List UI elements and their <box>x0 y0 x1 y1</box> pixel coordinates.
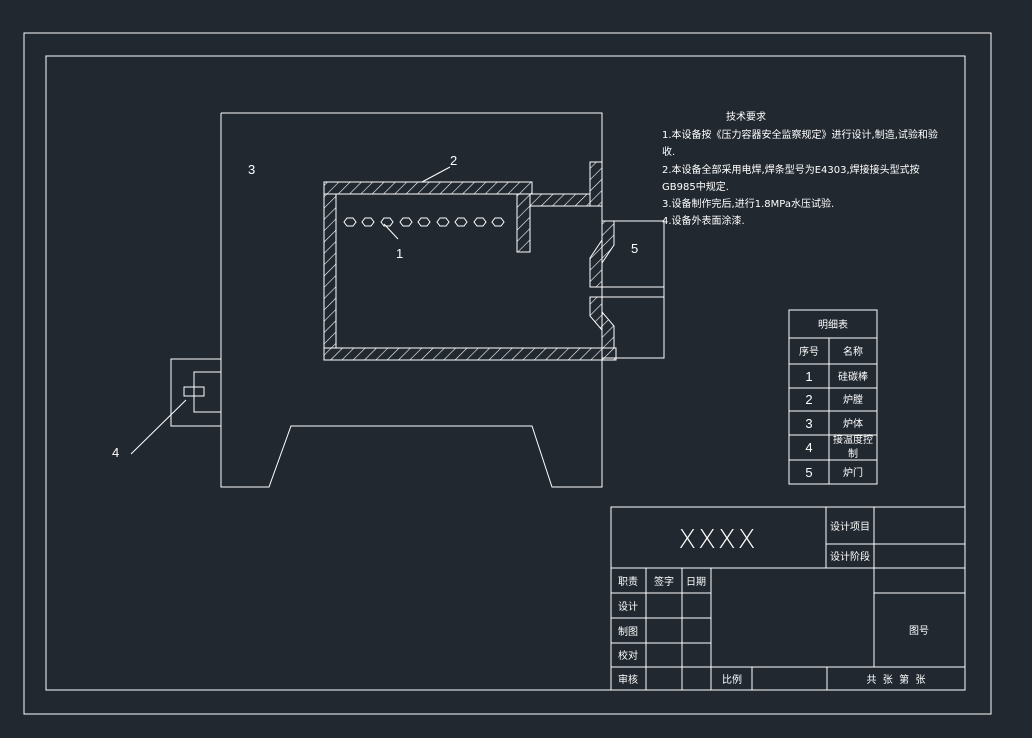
parts-row-no: 2 <box>805 392 812 407</box>
leader-1 <box>383 223 399 240</box>
callout-4: 4 <box>112 445 119 460</box>
parts-list: 明细表 序号 名称 1 硅碳棒 2 炉膛 3 炉体 4 接温度控 制 5 炉门 <box>788 309 878 485</box>
furnace-chamber <box>323 161 617 361</box>
parts-row-name: 炉门 <box>843 466 863 479</box>
parts-row-name: 炉体 <box>843 418 863 430</box>
role-review: 审核 <box>618 673 638 686</box>
tech-req-line: 2.本设备全部采用电焊,焊条型号为E4303,焊接接头型式按 <box>662 163 920 176</box>
parts-row-name: 硅碳棒 <box>838 370 868 383</box>
parts-row-name: 制 <box>848 447 858 460</box>
role-checking: 校对 <box>618 649 638 662</box>
title-block: XXXX 设计项目 设计阶段 职责 签字 日期 设计 制图 校对 审核 图号 比… <box>610 506 966 691</box>
design-project-label: 设计项目 <box>830 520 870 533</box>
inner-border <box>45 55 966 691</box>
parts-row-no: 3 <box>805 416 812 431</box>
tech-req-line: 3.设备制作完后,进行1.8MPa水压试验. <box>662 197 834 210</box>
parts-row-name: 接温度控 <box>833 433 873 446</box>
callout-1: 1 <box>396 246 403 261</box>
parts-row-no: 5 <box>805 465 812 480</box>
col-date-label: 日期 <box>686 576 706 588</box>
drawing-title: XXXX <box>678 525 757 555</box>
callout-3: 3 <box>248 162 255 177</box>
parts-row-name: 炉膛 <box>843 393 863 406</box>
tech-req-line: 收. <box>662 145 675 158</box>
parts-row-no: 1 <box>805 369 812 384</box>
role-drafting: 制图 <box>618 625 638 638</box>
furnace-body <box>220 112 603 488</box>
col-sign-label: 签字 <box>654 575 674 588</box>
role-design: 设计 <box>618 600 638 613</box>
tech-req-title: 技术要求 <box>726 110 766 123</box>
sheets-label: 共 张 第 张 <box>866 673 925 686</box>
drawing-no-label: 图号 <box>909 625 929 637</box>
parts-header-name: 名称 <box>843 345 863 358</box>
outer-border <box>23 32 992 715</box>
leader-4 <box>130 399 187 455</box>
callout-2: 2 <box>450 153 457 168</box>
design-stage-label: 设计阶段 <box>830 550 870 563</box>
parts-list-title: 明细表 <box>818 318 848 331</box>
callout-5: 5 <box>631 241 638 256</box>
col-role-label: 职责 <box>618 575 638 588</box>
parts-header-no: 序号 <box>799 345 819 358</box>
temperature-control <box>170 358 222 427</box>
scale-label: 比例 <box>722 673 742 686</box>
leader-2 <box>421 166 451 183</box>
heating-rods <box>343 217 505 227</box>
tech-req-line: 1.本设备按《压力容器安全监察规定》进行设计,制造,试验和验 <box>662 128 938 141</box>
tech-req-line: GB985中规定. <box>662 180 729 193</box>
tech-req-line: 4.设备外表面涂漆. <box>662 214 745 227</box>
furnace-door <box>590 220 665 359</box>
parts-row-no: 4 <box>805 440 812 455</box>
technical-requirements: 技术要求 1.本设备按《压力容器安全监察规定》进行设计,制造,试验和验 收. 2… <box>662 110 938 227</box>
